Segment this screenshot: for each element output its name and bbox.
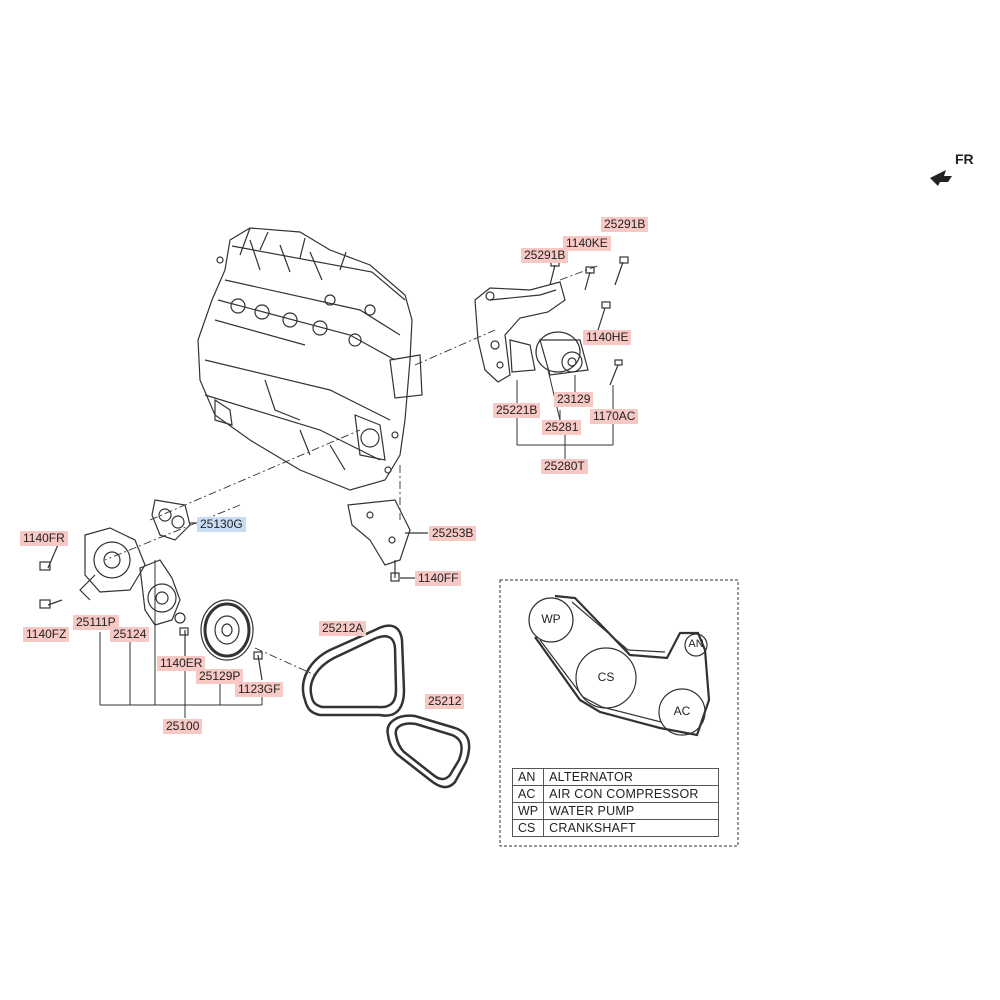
alternator-bracket-illustration (474, 256, 629, 386)
part-label-25129p[interactable]: 25129P (196, 669, 244, 684)
bracket-25253b-illustration (347, 499, 428, 582)
pulley-label-an: AN (688, 638, 704, 650)
engine-block-illustration (197, 227, 423, 491)
part-label-1140er[interactable]: 1140ER (157, 656, 206, 671)
left-bolts-illustration (39, 539, 263, 681)
part-label-1170ac[interactable]: 1170AC (590, 409, 639, 424)
pulley-label-wp: WP (541, 612, 561, 626)
part-label-1140fr[interactable]: 1140FR (20, 531, 68, 546)
legend-name: AIR CON COMPRESSOR (543, 785, 720, 803)
part-label-25212[interactable]: 25212 (425, 694, 465, 709)
belt-25212-illustration (386, 714, 471, 789)
legend-code: WP (511, 802, 545, 820)
gasket-25130g-illustration (151, 499, 198, 541)
part-label-25253b[interactable]: 25253B (429, 526, 477, 541)
legend-row: WP WATER PUMP (511, 802, 720, 820)
legend-code: AC (511, 785, 545, 803)
belt-routing-frame (499, 579, 739, 847)
belt-routing-diagram (528, 594, 711, 737)
legend-name: CRANKSHAFT (543, 819, 720, 837)
pulley-label-cs: CS (597, 670, 615, 684)
part-label-25281[interactable]: 25281 (542, 420, 582, 435)
part-label-25221b[interactable]: 25221B (493, 403, 541, 418)
part-label-25111p[interactable]: 25111P (73, 615, 119, 630)
legend-row: AC AIR CON COMPRESSOR (511, 785, 720, 803)
legend-code: CS (511, 819, 545, 837)
part-label-25291b-top[interactable]: 25291B (601, 217, 649, 232)
part-label-23129[interactable]: 23129 (554, 392, 594, 407)
fr-arrow-icon (930, 170, 952, 186)
legend-name: WATER PUMP (543, 802, 720, 820)
part-label-25130g[interactable]: 25130G (197, 517, 246, 532)
part-label-1140ke[interactable]: 1140KE (563, 236, 611, 251)
crank-pulley-illustration (200, 599, 254, 661)
legend-name: ALTERNATOR (543, 768, 720, 786)
part-label-1140fz[interactable]: 1140FZ (23, 627, 70, 642)
legend-code: AN (511, 768, 545, 786)
part-label-25291b[interactable]: 25291B (521, 248, 569, 263)
front-direction-label: FR (955, 151, 974, 167)
part-label-25124[interactable]: 25124 (110, 627, 150, 642)
part-label-25100[interactable]: 25100 (163, 719, 203, 734)
pulley-label-ac: AC (673, 704, 691, 718)
legend-row: CS CRANKSHAFT (511, 819, 720, 837)
belt-legend-table: AN ALTERNATOR AC AIR CON COMPRESSOR WP W… (511, 768, 720, 837)
belt-25212a-illustration (301, 624, 406, 717)
water-pump-illustration (79, 527, 186, 626)
part-label-25212a[interactable]: 25212A (319, 621, 367, 636)
part-label-25280t[interactable]: 25280T (541, 459, 588, 474)
legend-row: AN ALTERNATOR (511, 768, 720, 786)
part-label-1140ff[interactable]: 1140FF (415, 571, 462, 586)
part-label-1140he[interactable]: 1140HE (583, 330, 632, 345)
part-label-1123gf[interactable]: 1123GF (235, 682, 284, 697)
